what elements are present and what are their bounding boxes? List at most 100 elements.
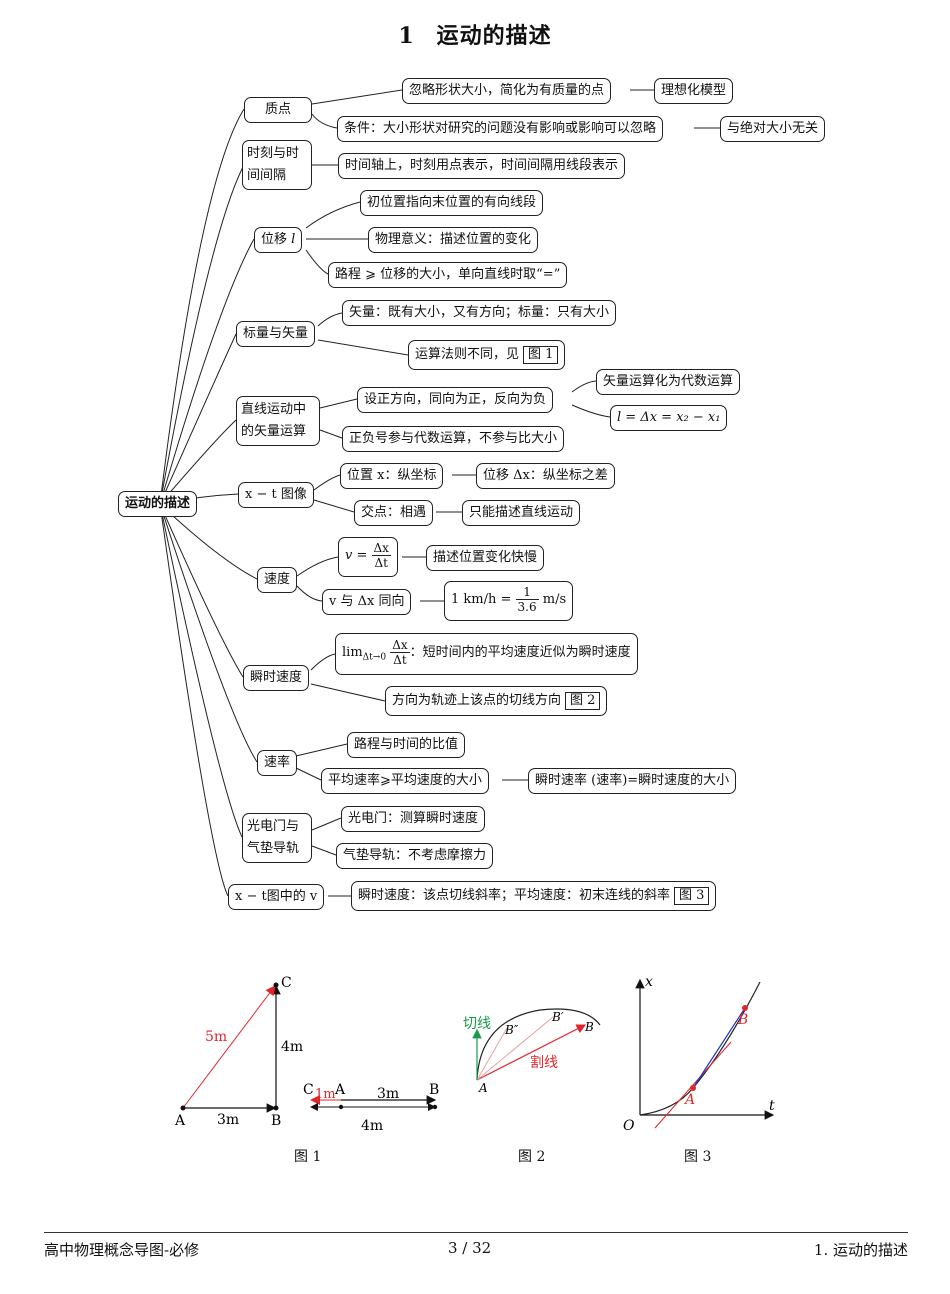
fig1-caption: 图 1 [294,1149,322,1165]
fig2-B2: B″ [504,1023,519,1037]
node-xt: x − t 图像 [238,482,314,508]
node-shunshi-a-lim: lim [342,645,363,660]
node-weiyi-c: 路程 ⩾ 位移的大小，单向直线时取“=” [328,262,568,288]
node-shike-line2: 间间隔 [247,168,287,183]
fig3-B-label: B [737,1012,748,1028]
node-biaoliang-b-text: 运算法则不同，见 [415,347,520,362]
fig2-secant-line [476,1024,587,1081]
fig1-line-1m: 1m [315,1087,336,1102]
node-zhixian-a1: 矢量运算化为代数运算 [596,369,741,395]
fig3-point-B [742,1005,748,1011]
page-title-number: 1 [398,23,415,49]
node-sudu-a-num: Δx [371,541,391,556]
node-sulv-b: 平均速率⩾平均速度的大小 [321,768,489,794]
node-biaoliang: 标量与矢量 [236,321,316,347]
fig2-secant-label: 割线 [530,1054,558,1071]
node-zhidian-b: 条件：大小形状对研究的问题没有影响或影响可以忽略 [337,116,664,142]
fig1-tri-4m: 4m [281,1039,303,1055]
fig2-ref: 图 2 [565,692,601,710]
fig1-tri-A: A [174,1113,186,1129]
fig3-x-label: x [645,974,653,990]
node-weiyi-symbol: l [291,232,296,247]
fig1-tri-5m: 5m [205,1029,227,1045]
node-shike-line1: 时刻与时 [247,146,300,161]
node-guang-line1: 光电门与 [247,819,300,834]
fig3-ref: 图 3 [674,887,710,905]
footer-right: 1. 运动的描述 [813,1241,908,1259]
fig3-caption: 图 3 [684,1149,712,1165]
node-guang-line2: 气垫导轨 [247,841,300,856]
node-xtv-a: 瞬时速度：该点切线斜率；平均速度：初末连线的斜率图 3 [351,881,717,911]
fig3-secant-line [692,1007,746,1089]
node-sudu: 速度 [257,567,298,593]
fig1-triangle [180,982,281,1113]
fig3-t-label: t [769,1098,775,1114]
fig2-caption: 图 2 [518,1149,546,1165]
node-biaoliang-b: 运算法则不同，见图 1 [408,340,566,370]
node-shunshi-a-text: ：短时间内的平均速度近似为瞬时速度 [409,645,631,660]
fig1-tri-3m: 3m [217,1112,239,1128]
fig2-trajectory [476,1008,601,1081]
node-weiyi-a: 初位置指向末位置的有向线段 [360,190,544,216]
page-title-text: 运动的描述 [436,23,552,49]
node-weiyi: 位移 l [254,227,303,253]
node-shunshi-a-den: Δt [393,653,407,667]
node-xt-a1: 位移 Δx：纵坐标之差 [476,463,615,489]
figure-2: 切线 割线 A B B′ B″ [463,1008,601,1095]
fig3-point-A [690,1085,696,1091]
node-zhixian: 直线运动中 的矢量运算 [236,396,320,446]
node-shunshi-a-sub: Δt→0 [362,652,387,663]
node-zhidian-a: 忽略形状大小，简化为有质量的点 [402,78,612,104]
node-xt-b1: 只能描述直线运动 [462,500,581,526]
page-footer: 高中物理概念导图-必修 3 / 32 1. 运动的描述 [44,1232,908,1259]
fig3-curve [639,981,761,1116]
node-sudu-b1-unit: m/s [542,592,567,607]
node-sudu-a1: 描述位置变化快慢 [426,545,545,571]
node-sulv: 速率 [257,750,298,776]
node-xt-a: 位置 x：纵坐标 [340,463,444,489]
footer-left: 高中物理概念导图-必修 [44,1241,200,1259]
figure-1: A B C 5m 3m 4m C A B 1m 3m 4m [174,975,439,1134]
fig2-secant-2 [476,1016,554,1081]
node-zhixian-a2: l = Δx = x₂ − x₁ [610,405,728,431]
node-zhidian-a1: 理想化模型 [654,78,734,104]
fig1-tri-B: B [271,1113,281,1129]
node-xt-b: 交点：相遇 [354,500,434,526]
node-sudu-b1-lhs: 1 km/h = [451,592,512,607]
node-zhidian-b1: 与绝对大小无关 [720,116,826,142]
node-sulv-a: 路程与时间的比值 [347,732,466,758]
mindmap-connectors [159,89,720,897]
node-shunshi-b: 方向为轨迹上该点的切线方向图 2 [385,686,608,716]
fig1-line-C: C [303,1082,314,1098]
figure-3: x t O A B [623,974,775,1134]
node-guang-a: 光电门：测算瞬时速度 [341,806,486,832]
node-biaoliang-a: 矢量：既有大小，又有方向；标量：只有大小 [342,300,617,326]
node-zhidian: 质点 [244,97,312,123]
node-shike: 时刻与时 间间隔 [242,140,312,190]
page-title: 1 运动的描述 [0,18,950,50]
node-guang: 光电门与 气垫导轨 [242,813,312,863]
node-shunshi-b-text: 方向为轨迹上该点的切线方向 [392,693,562,708]
fig3-A-label: A [683,1092,695,1108]
node-sudu-b: v 与 Δx 同向 [322,589,412,615]
node-sudu-a-lhs: v = [345,548,368,563]
fig1-ref: 图 1 [523,346,559,364]
node-zhixian-line1: 直线运动中 [241,402,307,417]
node-shunshi: 瞬时速度 [243,665,310,691]
node-shunshi-a-num: Δx [390,638,410,653]
mindmap-root: 运动的描述 [118,491,198,517]
fig1-line-4m: 4m [361,1118,383,1134]
fig1-line-3m: 3m [377,1086,399,1102]
fig1-line-A: A [334,1082,346,1098]
node-sulv-b1: 瞬时速率 (速率)=瞬时速度的大小 [528,768,737,794]
fig2-B1: B′ [551,1010,564,1024]
fig2-B: B [584,1020,594,1034]
fig2-A: A [478,1081,488,1095]
node-weiyi-b: 物理意义：描述位置的变化 [368,227,539,253]
node-sudu-a-den: Δt [374,556,388,570]
